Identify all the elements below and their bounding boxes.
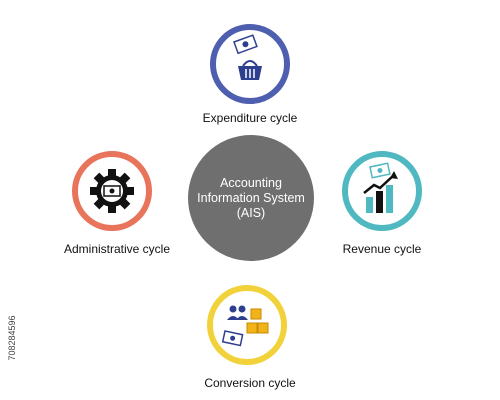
revenue-label: Revenue cycle: [342, 242, 422, 256]
revenue-node: [342, 151, 422, 231]
center-circle: Accounting Information System (AIS): [188, 135, 314, 261]
center-title-line-2: Information System: [197, 190, 305, 205]
expenditure-node: [210, 24, 290, 104]
money-basket-icon: [233, 34, 262, 80]
expenditure-label: Expenditure cycle: [202, 111, 298, 125]
conversion-label: Conversion cycle: [204, 376, 296, 390]
side-id-text: 708284596: [7, 315, 17, 361]
center-title-line-3: (AIS): [236, 205, 266, 220]
administrative-label: Administrative cycle: [63, 242, 171, 256]
administrative-node: [72, 151, 152, 231]
conversion-node: [207, 285, 287, 365]
growth-chart-icon: [363, 162, 398, 213]
center-title-line-1: Accounting: [220, 175, 282, 190]
people-boxes-icon: [221, 305, 269, 347]
gear-money-icon: [90, 169, 134, 213]
